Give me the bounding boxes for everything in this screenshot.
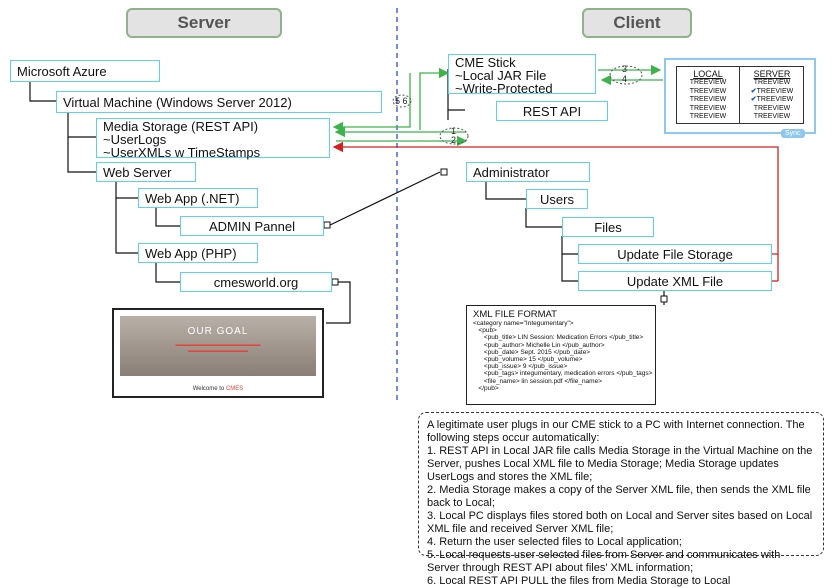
treeview-server-item[interactable]: ✔TREEVIEW bbox=[750, 87, 794, 95]
steps-intro: A legitimate user plugs in our CME stick… bbox=[427, 419, 805, 444]
step-4: 4. Return the user selected files to Loc… bbox=[427, 536, 682, 548]
treeview-server-item[interactable]: TREEVIEW bbox=[753, 104, 791, 112]
update-xml-file-node: Update XML File bbox=[578, 271, 772, 291]
step-label-1-2: 1 2 bbox=[451, 126, 457, 145]
treeview-local-item[interactable]: TREEVIEW bbox=[689, 79, 727, 86]
step-label-3-4: 3 4 bbox=[622, 64, 628, 84]
treeview-local-item[interactable]: TREEVIEW bbox=[689, 96, 727, 103]
step-5: 5. Local requests user selected files fr… bbox=[427, 549, 781, 574]
files-node: Files bbox=[562, 217, 654, 237]
treeview-local-column: LOCAL TREEVIEW TREEVIEW TREEVIEW TREEVIE… bbox=[679, 69, 737, 122]
treeview-local-item[interactable]: TREEVIEW bbox=[689, 87, 727, 95]
step-2: 2. Media Storage makes a copy of the Ser… bbox=[427, 484, 811, 509]
treeview-local-header: LOCAL bbox=[693, 69, 723, 79]
step-1: 1. REST API in Local JAR file calls Medi… bbox=[427, 445, 813, 483]
administrator-node: Administrator bbox=[466, 162, 590, 182]
web-app-php-node: Web App (PHP) bbox=[138, 243, 258, 263]
treeview-server-column: SERVER TREEVIEW ✔TREEVIEW ✔TREEVIEW TREE… bbox=[741, 69, 803, 122]
steps-description: A legitimate user plugs in our CME stick… bbox=[418, 412, 824, 587]
web-server-node: Web Server bbox=[96, 162, 196, 182]
step-6: 6. Local REST API PULL the files from Me… bbox=[427, 575, 731, 587]
treeview-server-item[interactable]: ✔TREEVIEW bbox=[750, 96, 794, 103]
users-node: Users bbox=[526, 189, 588, 209]
step-3: 3. Local PC displays files stored both o… bbox=[427, 510, 813, 535]
step-label-5-6: 5 6 bbox=[395, 96, 408, 106]
treeview-local-item[interactable]: TREEVIEW bbox=[689, 113, 727, 120]
virtual-machine-node: Virtual Machine (Windows Server 2012) bbox=[56, 91, 382, 113]
treeview-local-item[interactable]: TREEVIEW bbox=[689, 104, 727, 112]
treeview-panel: LOCAL TREEVIEW TREEVIEW TREEVIEW TREEVIE… bbox=[664, 58, 816, 134]
website-goal-heading: OUR GOAL bbox=[187, 326, 249, 337]
website-welcome: Welcome to CMES bbox=[192, 386, 244, 392]
treeview-server-header: SERVER bbox=[753, 69, 791, 79]
cme-stick-node: CME Stick ~Local JAR File ~Write-Protect… bbox=[448, 54, 596, 95]
media-storage-node: Media Storage (REST API) ~UserLogs ~User… bbox=[96, 118, 330, 159]
green-arrows bbox=[332, 64, 663, 147]
server-header: Server bbox=[126, 8, 282, 38]
treeview-server-item[interactable]: TREEVIEW bbox=[753, 113, 791, 120]
client-header: Client bbox=[582, 8, 692, 38]
sync-button[interactable]: Sync bbox=[781, 129, 805, 138]
web-app-net-node: Web App (.NET) bbox=[138, 188, 258, 208]
admin-pannel-node: ADMIN Pannel bbox=[180, 216, 324, 236]
xml-format-code: <category name="Integumentary"> <pub> <p… bbox=[473, 320, 653, 392]
checkmark-icon[interactable]: ✔ bbox=[750, 87, 757, 95]
xml-format-title: XML FILE FORMAT bbox=[473, 309, 557, 320]
microsoft-azure-node: Microsoft Azure bbox=[10, 60, 160, 82]
xml-format-box: XML FILE FORMAT <category name="Integume… bbox=[466, 305, 656, 405]
checkmark-icon[interactable]: ✔ bbox=[750, 96, 757, 103]
website-goal-text: ▬▬▬▬▬▬▬▬▬▬▬▬▬▬▬▬▬▬▬▬▬▬▬▬▬▬▬▬▬ bbox=[175, 342, 261, 354]
website-preview: OUR GOAL ▬▬▬▬▬▬▬▬▬▬▬▬▬▬▬▬▬▬▬▬▬▬▬▬▬▬▬▬▬ W… bbox=[112, 308, 324, 398]
client-rest-api-node: REST API bbox=[496, 101, 608, 121]
connector-lines bbox=[29, 8, 779, 400]
cmesworld-node: cmesworld.org bbox=[180, 272, 332, 292]
update-file-storage-node: Update File Storage bbox=[578, 244, 772, 264]
website-hero-image bbox=[120, 316, 316, 376]
treeview-table: LOCAL TREEVIEW TREEVIEW TREEVIEW TREEVIE… bbox=[676, 66, 804, 124]
server-tree-lines bbox=[29, 80, 441, 324]
red-arrow bbox=[332, 141, 779, 255]
treeview-server-item[interactable]: TREEVIEW bbox=[753, 79, 791, 86]
